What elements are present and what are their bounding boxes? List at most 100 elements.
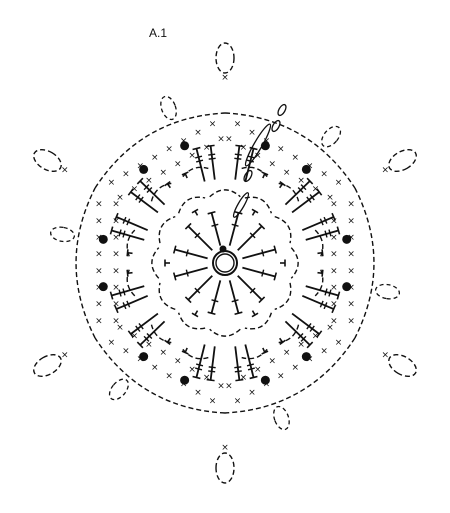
single-crochet-mark: × <box>112 200 120 210</box>
stitch-bar <box>234 153 242 156</box>
half-stitch-stem <box>127 271 133 275</box>
stitch-stem <box>209 145 216 180</box>
chain-arc <box>244 196 273 214</box>
single-crochet-mark: × <box>347 266 355 276</box>
single-crochet-mark: × <box>217 134 225 144</box>
half-stitch-stem <box>317 251 323 255</box>
single-crochet-mark: × <box>188 151 196 161</box>
stitch-bar <box>249 287 256 294</box>
stitch-bar <box>185 249 189 257</box>
stitch-bar <box>247 155 255 159</box>
stitch-stem <box>242 248 276 260</box>
border-chain <box>224 337 356 414</box>
single-crochet-mark: × <box>283 168 291 178</box>
stitch-bar <box>319 300 324 308</box>
chain-arc <box>126 229 136 257</box>
stitch-bar <box>195 367 203 371</box>
corner-picot <box>215 42 235 74</box>
single-crochet-mark: × <box>61 166 69 176</box>
corner-picot <box>33 148 62 173</box>
stitch-stem <box>291 191 320 214</box>
single-crochet-mark: × <box>381 351 389 361</box>
chain-oval <box>277 103 287 117</box>
stitch-bar <box>300 184 307 191</box>
single-crochet-mark: × <box>330 250 338 260</box>
single-crochet-mark: × <box>347 300 355 310</box>
chain-oval <box>244 123 272 167</box>
single-crochet-mark: × <box>95 250 103 260</box>
stitch-stem <box>195 148 206 182</box>
single-crochet-mark: × <box>312 184 320 194</box>
half-stitch-cap <box>251 312 259 318</box>
stitch-cap <box>249 146 258 151</box>
single-crochet-mark: × <box>165 371 173 381</box>
single-crochet-mark: × <box>263 136 271 146</box>
single-crochet-mark: × <box>283 348 291 358</box>
chain-arc <box>209 328 241 337</box>
single-crochet-mark: × <box>165 145 173 155</box>
stitch-cap <box>207 210 216 215</box>
stitch-bar <box>196 363 204 367</box>
single-crochet-mark: × <box>248 128 256 138</box>
single-crochet-mark: × <box>194 128 202 138</box>
stitch-cap <box>273 245 278 254</box>
single-crochet-mark: × <box>108 178 116 188</box>
stitch-stem <box>301 216 334 232</box>
single-crochet-mark: × <box>277 371 285 381</box>
stitch-cap <box>109 226 114 235</box>
stitch-bar <box>118 229 122 237</box>
chain-arc <box>150 182 172 202</box>
single-crochet-mark: × <box>234 396 242 406</box>
single-crochet-mark: × <box>95 283 103 293</box>
half-stitch-cap <box>321 269 324 277</box>
single-crochet-mark: × <box>268 357 276 367</box>
stitch-bar <box>300 335 307 342</box>
stitch-stem <box>209 346 216 381</box>
stitch-cap <box>258 222 266 230</box>
chain-oval <box>243 169 253 183</box>
single-crochet-mark: × <box>330 316 338 326</box>
half-stitch-stem <box>184 173 188 179</box>
half-stitch-cap <box>181 350 189 355</box>
single-crochet-mark: × <box>330 300 338 310</box>
stitch-bar <box>146 187 153 194</box>
stitch-stem <box>244 148 255 182</box>
half-stitch-cap <box>321 249 324 257</box>
stitch-bar <box>194 232 201 239</box>
stitch-cap <box>114 305 119 314</box>
cluster-dot <box>180 375 190 385</box>
chain-arc <box>209 189 241 198</box>
half-stitch-stem <box>166 183 171 189</box>
half-stitch-cap <box>279 181 286 187</box>
stitch-bar <box>328 229 332 237</box>
half-stitch-stem <box>251 210 256 216</box>
half-stitch-stem <box>262 173 266 179</box>
single-crochet-mark: × <box>330 283 338 293</box>
single-crochet-mark: × <box>347 216 355 226</box>
stitch-cap <box>258 296 266 304</box>
stitch-cap <box>336 226 341 235</box>
stitch-cap <box>184 296 192 304</box>
half-stitch-cap <box>126 269 129 277</box>
single-crochet-mark: × <box>61 351 69 361</box>
stitch-cap <box>235 378 244 382</box>
border-chain <box>354 187 375 339</box>
round-3 <box>98 141 352 385</box>
stitch-cap <box>172 245 177 254</box>
stitch-stem <box>305 285 339 297</box>
single-crochet-mark: × <box>347 316 355 326</box>
stitch-bar <box>135 194 141 201</box>
side-picot <box>108 378 129 401</box>
single-crochet-mark: × <box>221 73 229 83</box>
single-crochet-mark: × <box>248 388 256 398</box>
stitch-bar <box>246 159 254 163</box>
stitch-cap <box>336 291 341 300</box>
stitch-stem <box>111 285 145 297</box>
half-stitch-cap <box>279 339 286 345</box>
stitch-bar <box>309 194 315 201</box>
stitch-stem <box>242 266 276 278</box>
single-crochet-mark: × <box>335 338 343 348</box>
half-stitch-stem <box>279 183 284 189</box>
half-stitch-cap <box>164 339 171 345</box>
stitch-bar <box>246 363 254 367</box>
